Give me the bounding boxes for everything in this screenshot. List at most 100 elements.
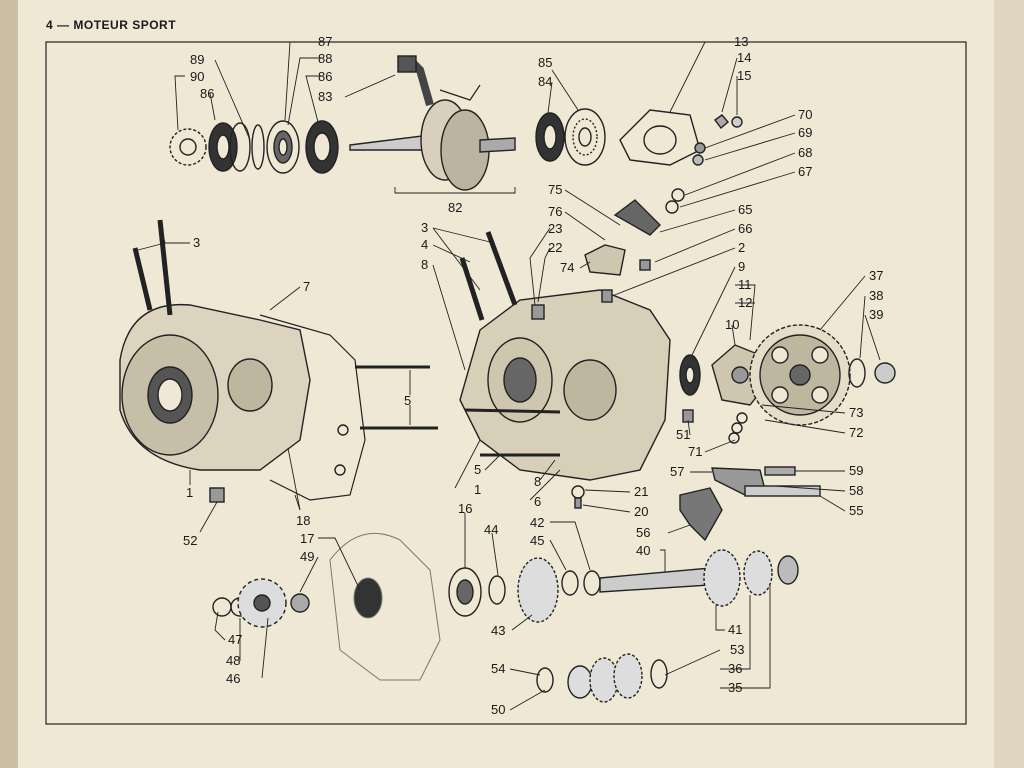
- callout-40: 40: [636, 543, 650, 558]
- callout-82: 82: [448, 200, 462, 215]
- callout-37: 37: [869, 268, 883, 283]
- callout-38: 38: [869, 288, 883, 303]
- cover-17: [329, 532, 441, 681]
- callout-35: 35: [728, 680, 742, 695]
- nuts-69-70: [692, 142, 706, 166]
- callout-84: 84: [538, 74, 552, 89]
- callout-18: 18: [296, 513, 310, 528]
- callout-53-upper: 53: [730, 642, 744, 657]
- seal-86-right: [305, 120, 339, 174]
- callout-54: 54: [491, 661, 505, 676]
- studs-5: [355, 365, 438, 430]
- callout-42: 42: [530, 515, 544, 530]
- leader-lines: [137, 41, 966, 711]
- plate-13: [619, 109, 701, 166]
- callout-51: 51: [676, 427, 690, 442]
- callout-73: 73: [849, 405, 863, 420]
- lever-56: [679, 487, 723, 542]
- callout-50: 50: [491, 702, 505, 717]
- callout-1-left: 1: [186, 485, 193, 500]
- callout-48: 48: [226, 653, 240, 668]
- diagram-frame: [45, 41, 967, 725]
- callout-3-right: 3: [421, 220, 428, 235]
- shaft-55: [744, 485, 821, 497]
- seal-86: [208, 122, 251, 172]
- callout-43: 43: [491, 623, 505, 638]
- callout-75: 75: [548, 182, 562, 197]
- lever-65: [613, 199, 661, 236]
- stud-22-23: [531, 304, 545, 320]
- sprocket-90: [169, 128, 207, 166]
- callout-1-right: 1: [474, 482, 481, 497]
- seal-9: [679, 354, 701, 396]
- callout-86: 86: [318, 69, 332, 84]
- callout-66: 66: [738, 221, 752, 236]
- header-dash: —: [57, 18, 70, 32]
- callout-86-left: 86: [200, 86, 214, 101]
- callout-20: 20: [634, 504, 648, 519]
- nut-14-15: [714, 114, 743, 130]
- page-edge-left: [0, 0, 18, 768]
- callout-16: 16: [458, 501, 472, 516]
- crankcase-right: [459, 231, 671, 481]
- washers-71-73: [728, 412, 748, 444]
- parts-drawing: [119, 55, 896, 703]
- callout-8-lower: 8: [534, 474, 541, 489]
- callout-49: 49: [300, 549, 314, 564]
- callout-labels: 87 88 86 83 89 90 86 85 84 13 14 15 70 6…: [183, 34, 883, 717]
- callout-68: 68: [798, 145, 812, 160]
- callout-87: 87: [318, 34, 332, 49]
- callout-45: 45: [530, 533, 544, 548]
- screw-2: [639, 259, 651, 271]
- bearing-88: [266, 120, 300, 174]
- spacers-42-45: [561, 570, 601, 596]
- layshaft-50-54: [536, 653, 668, 703]
- crankshaft-82: [349, 55, 516, 191]
- crankcase-left-1: [119, 219, 311, 471]
- callout-83: 83: [318, 89, 332, 104]
- callout-88: 88: [318, 51, 332, 66]
- callout-58: 58: [849, 483, 863, 498]
- callout-90: 90: [190, 69, 204, 84]
- callout-2: 2: [738, 240, 745, 255]
- callout-21: 21: [634, 484, 648, 499]
- callout-17: 17: [300, 531, 314, 546]
- callout-47: 47: [228, 632, 242, 647]
- spring-59: [764, 466, 796, 476]
- callout-39: 39: [869, 307, 883, 322]
- callout-3-left: 3: [193, 235, 200, 250]
- callout-5-upper: 5: [404, 393, 411, 408]
- seal-84: [535, 112, 565, 162]
- screw-20-21: [571, 485, 585, 509]
- callout-23: 23: [548, 221, 562, 236]
- washers-67-68: [665, 188, 685, 214]
- callout-5-lower: 5: [474, 462, 481, 477]
- plug-2: [601, 289, 613, 303]
- callout-8-upper: 8: [421, 257, 428, 272]
- callout-14: 14: [737, 50, 751, 65]
- bracket-74: [584, 244, 626, 276]
- callout-46: 46: [226, 671, 240, 686]
- callout-56: 56: [636, 525, 650, 540]
- callout-9: 9: [738, 259, 745, 274]
- callout-11: 11: [738, 277, 752, 292]
- callout-12: 12: [738, 295, 752, 310]
- callout-44: 44: [484, 522, 498, 537]
- callout-89: 89: [190, 52, 204, 67]
- bearing-16: [448, 567, 506, 617]
- page-title: MOTEUR SPORT: [73, 18, 177, 32]
- callout-52: 52: [183, 533, 197, 548]
- callout-71: 71: [688, 444, 702, 459]
- page-edge-right: [994, 0, 1024, 768]
- callout-65: 65: [738, 202, 752, 217]
- callout-57: 57: [670, 464, 684, 479]
- callout-72: 72: [849, 425, 863, 440]
- page-number: 4: [46, 18, 54, 32]
- callout-76: 76: [548, 204, 562, 219]
- callout-41: 41: [728, 622, 742, 637]
- page-header: 4 — MOTEUR SPORT: [46, 18, 176, 32]
- callout-55: 55: [849, 503, 863, 518]
- callout-10: 10: [725, 317, 739, 332]
- sprocket-46-49: [212, 578, 310, 628]
